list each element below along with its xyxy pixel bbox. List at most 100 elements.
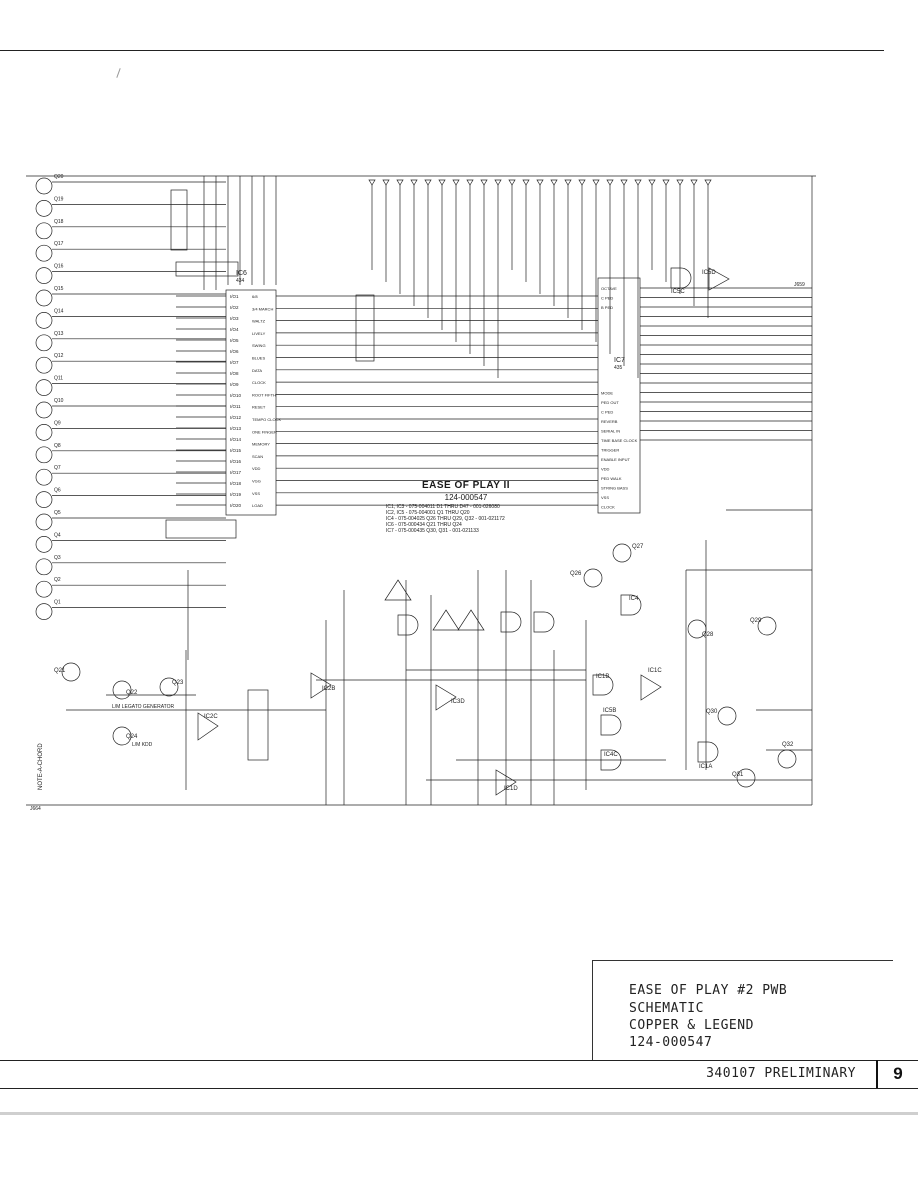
transistor-label: Q19: [54, 196, 64, 202]
ic7-pin-label: B PED: [601, 305, 613, 310]
page-number: 9: [876, 1060, 918, 1088]
transistor-label: Q4: [54, 532, 61, 538]
ic6-right-pin-label: RESET: [252, 405, 266, 410]
ic6-pin-label: I/O1: [230, 294, 239, 299]
transistor-symbol: [35, 468, 53, 486]
ic7-pin-label: TRIGGER: [601, 448, 619, 453]
transistor-label: Q6: [54, 488, 61, 494]
q28-label: Q28: [702, 632, 714, 638]
transistor-symbol: [35, 491, 53, 508]
q26-label: Q26: [570, 571, 582, 577]
ic6-right-pin-label: SWING: [252, 343, 266, 348]
ic6-right-pin-label: CLOCK: [252, 380, 266, 385]
transistor-symbol: [35, 379, 53, 396]
transistor-label: Q5: [54, 510, 61, 516]
ic2c-label: IC2C: [204, 714, 218, 720]
title-block: EASE OF PLAY #2 PWB SCHEMATIC COPPER & L…: [592, 960, 893, 1061]
diode-symbol: [424, 179, 432, 186]
transistor-symbol: [35, 289, 53, 307]
q29-label: Q29: [750, 618, 762, 624]
diode-symbol: [564, 179, 572, 186]
schematic-legend: EASE OF PLAY II 124-000547 IC1, IC3 - 07…: [386, 480, 546, 534]
transistor-symbol: [35, 334, 53, 352]
ic6-right-pin-label: VSS: [252, 491, 260, 496]
scan-shadow: [0, 1112, 918, 1115]
q30-label: Q30: [706, 709, 718, 715]
legend-line: IC6 - 075-000434 Q21 THRU Q24: [386, 522, 462, 528]
legend-part-number: 124-000547: [444, 493, 488, 502]
title-line-4: 124-000547: [629, 1035, 713, 1050]
ic6-pin-label: I/O15: [230, 448, 242, 453]
diode-symbol: [690, 179, 698, 186]
ic1c-label: IC1C: [648, 668, 662, 674]
ic7-label: IC7: [614, 357, 625, 364]
ic6-right-pin-label: VDD: [252, 466, 261, 471]
q32-label: Q32: [782, 742, 794, 748]
ic5b-label: IC5B: [603, 708, 616, 714]
transistor-symbol: [35, 222, 53, 240]
ic6-pin-label: I/O12: [230, 415, 242, 420]
ic6-right-pin-label: LOAD: [252, 503, 263, 508]
ic7-pin-label: TIME BASE CLOCK: [601, 438, 638, 443]
q22-label: Q22: [126, 690, 138, 696]
ic6-pin-label: I/O2: [230, 305, 239, 310]
transistor-label: Q20: [54, 174, 64, 180]
kdd-label: L/M KDD: [132, 742, 153, 748]
ic5d-label: IC5D: [702, 270, 716, 276]
diode-symbol: [550, 179, 558, 186]
footer-underline: [0, 1088, 918, 1089]
ic6-right-pin-label: 6/8: [252, 294, 258, 299]
transistor-symbol: [35, 356, 53, 374]
diode-symbol: [466, 179, 474, 186]
ic6-pin-label: I/O18: [230, 481, 242, 486]
ic7-pin-label: VSS: [601, 495, 609, 500]
transistor-label: Q15: [54, 286, 64, 292]
transistor-label: Q12: [54, 353, 64, 359]
transistor-label: Q13: [54, 331, 64, 337]
diode-symbol: [522, 179, 530, 186]
transistor-label: Q17: [54, 241, 64, 247]
schematic-drawing: IC6 434 IC7 435 IC5C IC5D IC2C IC2B IC3D…: [26, 174, 816, 812]
ic7-pin-label: CLOCK: [601, 505, 615, 510]
ic7-pin-label: PED WALK: [601, 476, 622, 481]
ic6-label: IC6: [236, 270, 247, 277]
diode-symbol: [382, 179, 390, 186]
transistor-symbol: [35, 580, 53, 598]
ic7-pin-label: OCTAVE: [601, 286, 617, 291]
ic6-pin-label: I/O17: [230, 470, 242, 475]
ic6-right-pin-label: 3/4 MARCH: [252, 306, 273, 311]
ic7-pin-label: MODE: [601, 391, 613, 396]
ic1a-label: IC1A: [699, 764, 712, 770]
document-number: 340107 PRELIMINARY: [706, 1066, 856, 1081]
diode-symbol: [676, 179, 684, 186]
diode-symbol: [620, 179, 628, 186]
legato-label: L/M LEGATO GENERATOR: [112, 704, 175, 710]
transistor-label: Q18: [54, 219, 64, 225]
transistor-symbol: [35, 446, 53, 464]
transistor-label: Q10: [54, 398, 64, 404]
ic4-label: IC4: [629, 596, 639, 602]
ic5c-label: IC5C: [671, 289, 685, 295]
note-chord-label: NOTE-A-CHORD: [38, 743, 44, 790]
ic1d-label: IC1D: [504, 786, 518, 792]
transistor-label: Q16: [54, 264, 64, 270]
ic6-right-pin-label: DATA: [252, 368, 262, 373]
ic6-right-pin-label: MEMORY: [252, 442, 270, 447]
diode-symbol: [410, 179, 418, 186]
transistor-label: Q8: [54, 443, 61, 449]
legend-title: EASE OF PLAY II: [421, 480, 511, 491]
ic6-right-pin-label: WALTZ: [252, 319, 266, 324]
ic6-pin-label: I/O11: [230, 404, 241, 409]
q24-label: Q24: [126, 734, 138, 740]
ic7-pin-label: REVERB: [601, 419, 618, 424]
transistor-symbol: [35, 558, 53, 576]
ic6-pin-label: I/O8: [230, 371, 239, 376]
j659-label: J659: [794, 282, 805, 288]
ic6-right-pin-label: BLUES: [252, 356, 265, 361]
transistor-symbol: [35, 401, 53, 419]
ic7-pin-label: ENABLE INPUT: [601, 457, 630, 462]
legend-line: IC4 - 075-004025 Q26 THRU Q29, Q32 - 001…: [386, 516, 505, 522]
diode-symbol: [634, 179, 642, 186]
ic6-pin-label: I/O20: [230, 503, 242, 508]
